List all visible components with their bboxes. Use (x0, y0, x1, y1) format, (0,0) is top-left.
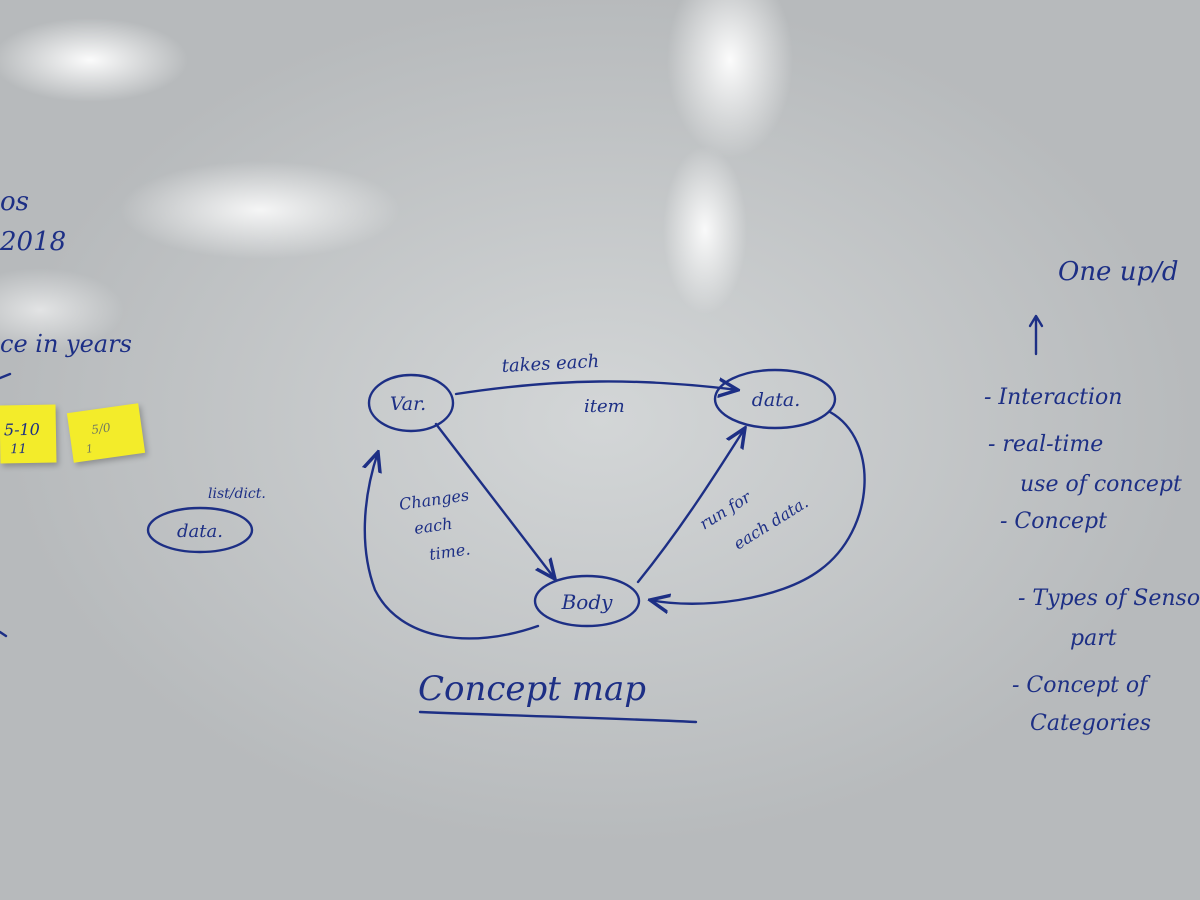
concept-map-title: Concept map (418, 669, 646, 709)
sticky-note-1: 5-10 11 (0, 404, 57, 464)
sticky-note-1-bottom: 11 (10, 442, 27, 457)
left-edge-arrow-mark (0, 372, 12, 380)
left-note-2018: 2018 (0, 227, 66, 257)
edge-label-time: time. (428, 539, 472, 564)
left-note-years: ce in years (0, 330, 132, 358)
edge-label-item: item (584, 396, 625, 417)
edge-label-changes: Changes (398, 485, 470, 514)
edge-data-loop-to-body (650, 410, 866, 604)
sticky-note-2: 5/0 1 (66, 403, 146, 463)
right-item-real-time: - real-time (988, 432, 1103, 457)
edge-body-loop-to-var (365, 452, 540, 640)
right-item-categories: Categories (1030, 711, 1151, 736)
right-item-concept-of: - Concept of (1012, 673, 1151, 698)
node-data-ellipse (713, 368, 837, 430)
left-note-os: os (0, 187, 29, 217)
node-body-label: Body (561, 590, 614, 614)
title-underline (418, 710, 698, 724)
right-header: One up/d (1058, 257, 1179, 287)
node-var-ellipse (367, 373, 455, 433)
right-item-interaction: - Interaction (984, 385, 1122, 410)
edge-label-each: each (413, 514, 454, 538)
up-arrow-icon (1028, 314, 1044, 356)
left-edge-mark (0, 630, 8, 638)
right-item-types: - Types of Sensor (1018, 586, 1200, 611)
edge-body-to-data (636, 428, 745, 584)
right-item-use-of-concept: use of concept (1020, 472, 1182, 497)
node-data-label: data. (752, 389, 801, 411)
sticky-note-2-top: 5/0 (90, 420, 111, 437)
edge-var-to-data (454, 381, 738, 394)
node-var-label: Var. (390, 393, 426, 415)
left-node-tag: list/dict. (208, 486, 266, 502)
sticky-note-1-top: 5-10 (4, 420, 40, 440)
sticky-note-2-bottom: 1 (85, 442, 94, 456)
node-body-ellipse (533, 574, 641, 628)
left-data-label: data. (177, 521, 223, 542)
right-item-part: part (1070, 626, 1117, 651)
edge-var-to-body (434, 422, 555, 579)
left-data-ellipse (146, 506, 254, 554)
edge-label-takes-each: takes each (501, 351, 600, 377)
right-item-concept: - Concept (1000, 509, 1107, 534)
